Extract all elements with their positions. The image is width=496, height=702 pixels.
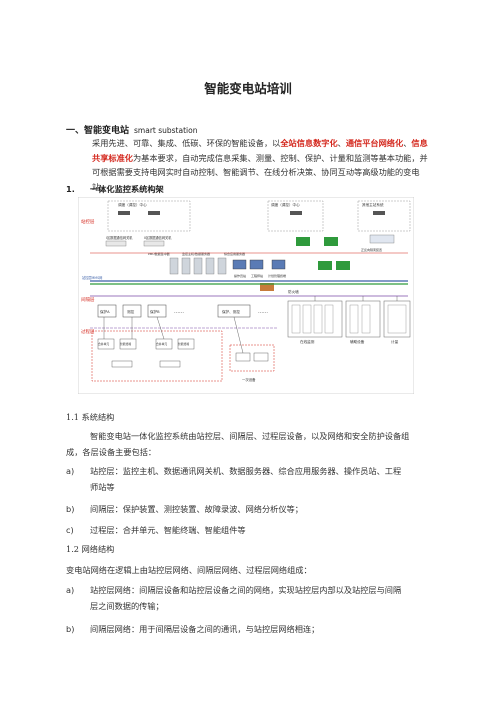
list-item: a) 站控层：监控主机、数据通讯网关机、数据服务器、综合应用服务器、操作员站、工…	[66, 463, 406, 495]
server-rack-icon	[193, 257, 203, 275]
bay-device-protection-a	[97, 304, 117, 318]
laptop-icon	[318, 261, 332, 270]
server-rack-icon	[217, 257, 227, 275]
list-text: 间隔层：保护装置、测控装置、故障录波、网络分析仪等；	[90, 504, 303, 514]
section-heading-text: 一、智能变电站	[66, 126, 130, 136]
list-bullet: a)	[66, 585, 75, 595]
list-item: b) 间隔层：保护装置、测控装置、故障录波、网络分析仪等；	[66, 501, 406, 517]
terminal-icon	[271, 259, 286, 270]
operator-label: 操作员站	[234, 273, 246, 278]
subsection-number: 1.	[66, 184, 75, 194]
list-text: 站控层：监控主机、数据通讯网关机、数据服务器、综合应用服务器、操作员站、工程师站…	[90, 466, 402, 492]
para-text: 为基本要求，自动完成信息采集、测量、控制、保护、计量和监测等基本功能，并可根据需…	[92, 152, 428, 192]
section-1-2-heading: 1.2 网络结构	[66, 544, 115, 554]
monitor-icon	[249, 259, 264, 270]
monitoring-architecture-diagram: 站控层 间隔层 过程层 调度（调控）中心 调度（调控）中心 其他主站系统 I区数…	[78, 197, 414, 394]
para-text: 采用先进、可靠、集成、低碳、环保的智能设备，以	[92, 138, 281, 148]
isolation-label: 正反向隔离装置	[361, 247, 382, 252]
gateway-label-1: I区数据通信网关机	[106, 235, 133, 240]
bay-device-label: 保护A	[100, 309, 110, 314]
section-heading-english: smart substation	[134, 126, 198, 135]
firewall-label: 防火墙	[288, 289, 299, 294]
laptop-icon	[296, 237, 310, 246]
router-icon	[118, 211, 130, 215]
subsection-label: 一体化监控系统构架	[90, 184, 164, 194]
svg-text:……: ……	[258, 309, 268, 315]
dispatch-center-label-2: 调度（调控）中心	[271, 202, 300, 207]
merging-unit	[97, 338, 115, 350]
app-server-label: 综合应用服务器	[224, 251, 245, 256]
gateway-device	[105, 240, 127, 247]
para-text: 、	[337, 138, 346, 148]
dispatch-center-box-1	[107, 200, 191, 232]
bay-device-label: 保护、测控	[222, 309, 240, 314]
process-device-label: 合并单元	[98, 342, 109, 346]
section-1-1-heading: 1.1 系统结构	[66, 412, 115, 422]
bay-device-label: 保护B	[150, 309, 160, 314]
subsection-heading-architecture: 1. 一体化监控系统构架	[66, 183, 164, 195]
list-bullet: b)	[66, 624, 75, 634]
aux-device-label: 辅助设备	[350, 339, 365, 344]
bay-device-label: 测控	[127, 309, 135, 314]
server-rack-icon	[205, 257, 215, 275]
list-item: a) 站控层网络：间隔层设备和站控层设备之间的网络，实现站控层内部以及站控层与间…	[66, 582, 406, 614]
dispatch-center-label-1: 调度（调控）中心	[118, 202, 147, 207]
list-bullet: a)	[66, 466, 75, 476]
engineer-label: 工程师站	[251, 273, 263, 278]
list-text: 过程层：合并单元、智能终端、智能组件等	[90, 525, 246, 535]
document-title: 智能变电站培训	[204, 81, 292, 96]
server-rack-icon	[169, 257, 179, 275]
list-item: c) 过程层：合并单元、智能终端、智能组件等	[66, 522, 406, 538]
router-icon	[373, 211, 385, 215]
plan-terminal-label: 计划管理终端	[268, 273, 286, 278]
other-master-label: 其他主站系统	[362, 202, 384, 207]
highlight-networking: 通信平台网络化	[345, 138, 404, 148]
online-monitor-label: 在线监测	[300, 339, 315, 344]
svg-text:……: ……	[174, 309, 184, 315]
network-structure-paragraph: 变电站网络在逻辑上由站控层网络、间隔层网络、过程层网络组成：	[66, 565, 312, 575]
layer-label-process: 过程层	[81, 328, 95, 335]
list-bullet: c)	[66, 525, 74, 535]
pmu-label: PMU数据集中器	[148, 251, 170, 256]
metering-label: 计量	[391, 339, 399, 344]
list-text: 站控层网络：间隔层设备和站控层设备之间的网络，实现站控层内部以及站控层与间隔层之…	[90, 585, 402, 611]
definition-paragraph: 采用先进、可靠、集成、低碳、环保的智能设备，以全站信息数字化、通信平台网络化、信…	[92, 136, 432, 194]
para-text: 、	[403, 138, 412, 148]
layer-label-bay: 间隔层	[81, 296, 95, 303]
layer-label-station: 站控层	[81, 218, 95, 225]
server-label: 监控主机/数据服务器	[182, 251, 210, 256]
process-device-label: 智能终端	[120, 342, 131, 346]
firewall-icon	[260, 283, 274, 291]
laptop-icon	[324, 237, 338, 246]
monitor-icon	[232, 259, 247, 270]
system-structure-paragraph: 智能变电站一体化监控系统由站控层、间隔层、过程层设备，以及网络和安全防护设备组成…	[66, 431, 410, 457]
other-master-box	[357, 200, 411, 232]
router-icon	[290, 211, 302, 215]
process-device-label: 合并单元	[156, 342, 167, 346]
server-rack-icon	[181, 257, 191, 275]
gateway-device	[143, 240, 165, 247]
smart-terminal	[177, 338, 195, 350]
dispatch-center-box-2	[267, 200, 324, 232]
router-icon	[148, 211, 160, 215]
list-item: b) 间隔层网络：用于间隔层设备之间的通讯，与站控层网络相连；	[66, 621, 406, 637]
section-heading-smart-substation: 一、智能变电站 smart substation	[66, 123, 197, 136]
smart-terminal	[119, 338, 137, 350]
mms-net-label: 站控层MMS网	[82, 275, 102, 280]
list-text: 间隔层网络：用于间隔层设备之间的通讯，与站控层网络相连；	[90, 624, 320, 634]
process-device-label: 智能终端	[178, 342, 189, 346]
gateway-label-2: II区数据通信网关机	[144, 235, 172, 240]
laptop-icon	[336, 261, 350, 270]
isolation-device	[369, 234, 395, 244]
list-bullet: b)	[66, 504, 75, 514]
highlight-digitization: 全站信息数字化	[280, 138, 338, 148]
highlight-standardization: 信息共享标准化	[92, 138, 428, 163]
primary-equipment-label: 一次设备	[242, 377, 256, 382]
